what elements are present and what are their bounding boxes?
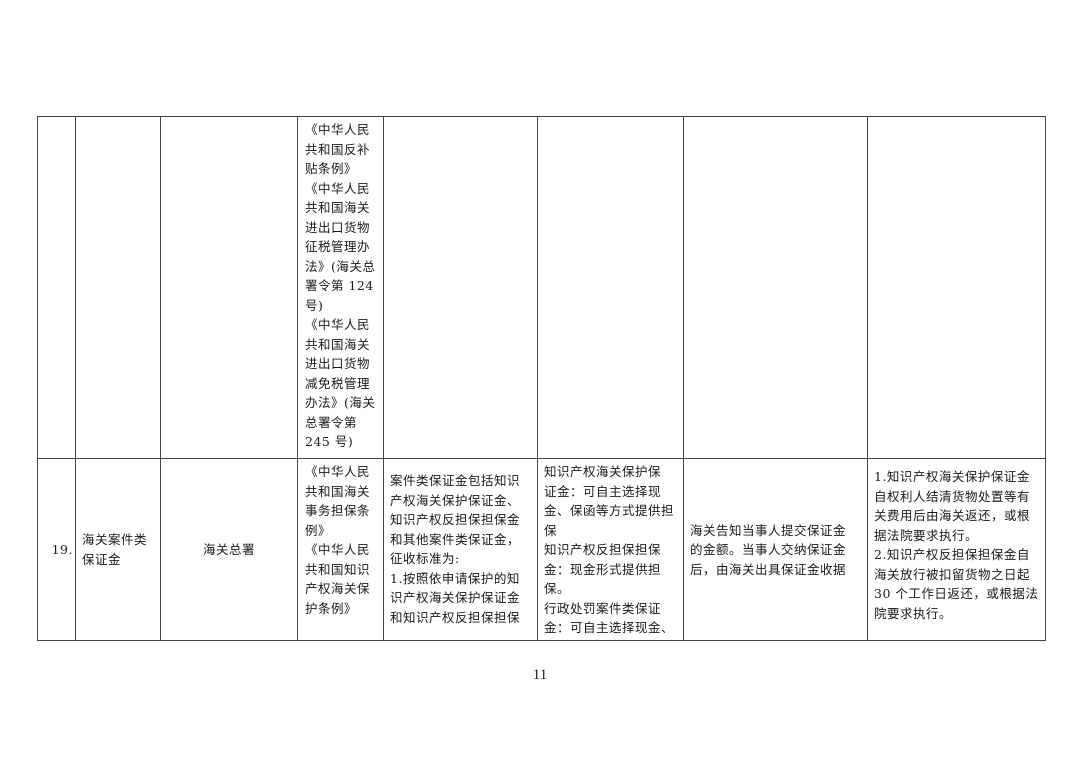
legal-basis-cell: 《中华人民 共和国反补 贴条例》 《中华人民 共和国海关 进出口货物 征税管理办… [297,116,384,459]
department-cell [160,116,298,459]
process-cell [683,116,868,459]
row-number-cell [37,116,76,459]
scope-cell [383,116,538,459]
page-number: 11 [532,667,548,683]
fee-name-cell: 海关案件类 保证金 [75,458,161,641]
table-row: 19. 海关案件类 保证金 海关总署 《中华人民 共和国海关 事务担保条 例》 … [37,458,1046,641]
refund-cell: 1.知识产权海关保护保证金 自权利人结清货物处置等有 关费用后由海关返还，或根 … [867,458,1046,641]
department-cell: 海关总署 [160,458,298,641]
refund-cell [867,116,1046,459]
fee-table: 《中华人民 共和国反补 贴条例》 《中华人民 共和国海关 进出口货物 征税管理办… [37,116,1046,641]
row-number-cell: 19. [37,458,76,641]
method-cell: 知识产权海关保护保 证金：可自主选择现 金、保函等方式提供担 保 知识产权反担保… [537,458,684,641]
scope-cell: 案件类保证金包括知识 产权海关保护保证金、 知识产权反担保担保金 和其他案件类保… [383,458,538,641]
process-cell: 海关告知当事人提交保证金 的金额。当事人交纳保证金 后，由海关出具保证金收据 [683,458,868,641]
fee-name-cell [75,116,161,459]
method-cell [537,116,684,459]
legal-basis-cell: 《中华人民 共和国海关 事务担保条 例》 《中华人民 共和国知识 产权海关保 护… [297,458,384,641]
table-row: 《中华人民 共和国反补 贴条例》 《中华人民 共和国海关 进出口货物 征税管理办… [37,116,1046,459]
